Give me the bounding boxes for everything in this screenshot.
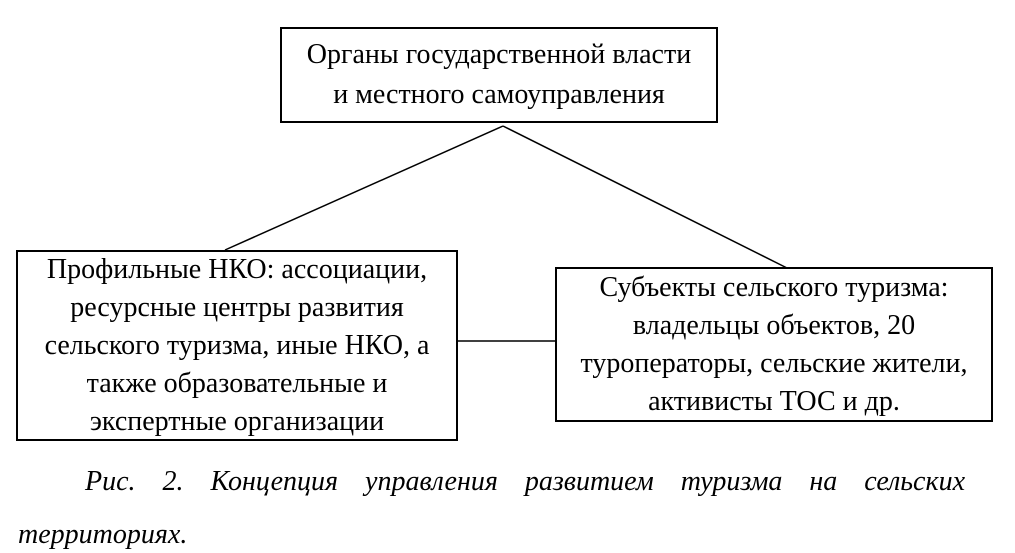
box-rural-tourism-subjects: Субъекты сельского туризма: владельцы об… (555, 267, 993, 422)
box-profile-nko-line: ресурсные центры развития (70, 291, 404, 323)
box-government-authorities: Органы государственной власти и местного… (280, 27, 718, 123)
box-government-authorities-line: Органы государственной власти (306, 39, 692, 70)
box-profile-nko: Профильные НКО: ассоциации, ресурсные це… (16, 250, 458, 441)
connector-top-to-right-line (502, 125, 788, 269)
box-profile-nko-line: сельского туризма, иные НКО, а (44, 329, 430, 361)
box-profile-nko-line: Профильные НКО: ассоциации, (46, 253, 428, 285)
box-rural-tourism-subjects-line: туроператоры, сельские жители, (580, 347, 968, 379)
box-profile-nko-line: также образовательные и (86, 367, 388, 399)
box-rural-tourism-subjects-line: владельцы объектов, 20 (632, 309, 916, 341)
box-profile-nko-line: экспертные организации (89, 405, 385, 437)
box-rural-tourism-subjects-line: Субъекты сельского туризма: (599, 271, 949, 303)
figure-caption-line-2: территориях. (18, 519, 188, 550)
box-government-authorities-line: и местного самоуправления (333, 79, 665, 110)
connector-top-to-left-line (224, 125, 504, 251)
box-rural-tourism-subjects-line: активисты ТОС и др. (648, 385, 900, 417)
figure-caption-line-1: Рис. 2. Концепция управления развитием т… (85, 466, 965, 497)
